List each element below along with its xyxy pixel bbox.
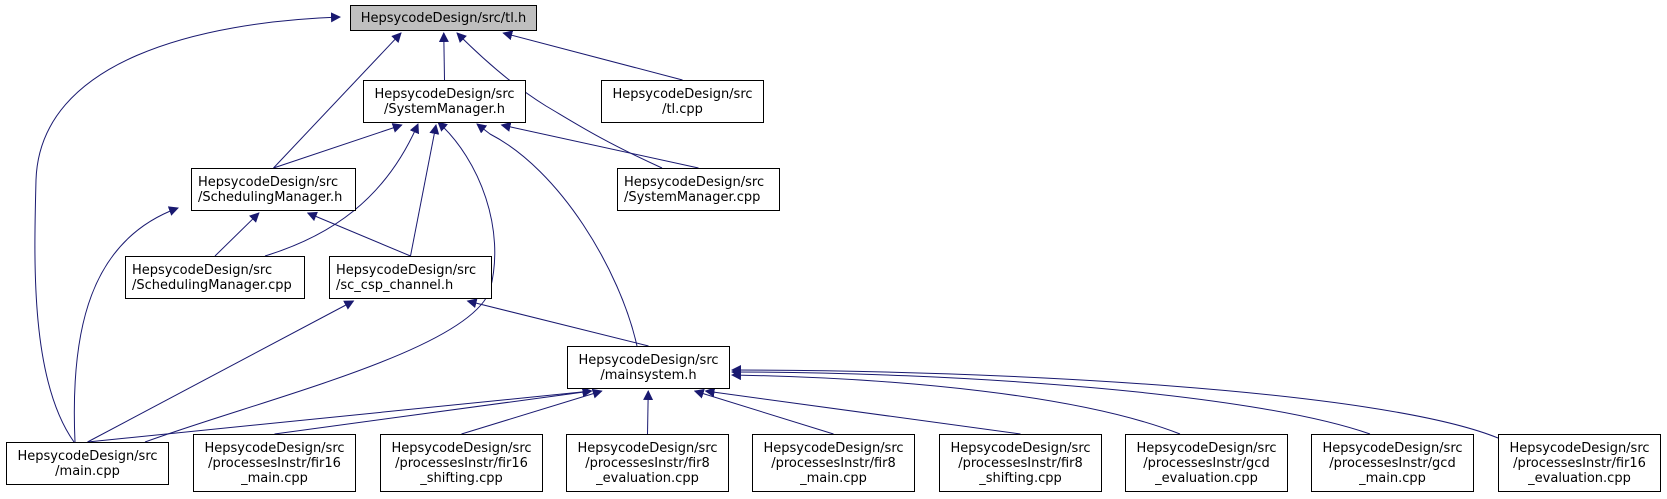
- node-label-line: /processesInstr/fir8: [958, 455, 1083, 471]
- node-fir8-main-cpp[interactable]: HepsycodeDesign/src /processesInstr/fir8…: [752, 434, 915, 492]
- node-label-line: /processesInstr/fir8: [585, 455, 710, 471]
- node-fir16-main-cpp[interactable]: HepsycodeDesign/src /processesInstr/fir1…: [193, 434, 356, 492]
- node-label-line: HepsycodeDesign/src: [1509, 440, 1650, 456]
- node-gcd-evaluation-cpp[interactable]: HepsycodeDesign/src /processesInstr/gcd …: [1125, 434, 1288, 492]
- node-label-line: /SystemManager.cpp: [624, 189, 761, 205]
- node-label-line: _shifting.cpp: [420, 470, 503, 486]
- node-tl-cpp[interactable]: HepsycodeDesign/src /tl.cpp: [601, 80, 764, 123]
- edge-mainsystem-h-to-systemmanager-h: [476, 123, 638, 347]
- node-label-line: HepsycodeDesign/src: [198, 174, 339, 190]
- node-label-line: HepsycodeDesign/src: [950, 440, 1091, 456]
- node-tl-h[interactable]: HepsycodeDesign/src/tl.h: [350, 5, 537, 31]
- edge-fir8-evaluation-cpp-to-mainsystem-h: [643, 390, 654, 435]
- node-schedulingmanager-cpp[interactable]: HepsycodeDesign/src /SchedulingManager.c…: [125, 256, 305, 299]
- node-label-line: HepsycodeDesign/src: [578, 352, 719, 368]
- node-fir16-evaluation-cpp[interactable]: HepsycodeDesign/src /processesInstr/fir1…: [1498, 434, 1661, 492]
- node-systemmanager-h[interactable]: HepsycodeDesign/src /SystemManager.h: [363, 80, 526, 123]
- node-schedulingmanager-h[interactable]: HepsycodeDesign/src /SchedulingManager.h: [191, 168, 356, 211]
- node-label-line: HepsycodeDesign/src/tl.h: [360, 10, 527, 26]
- node-label-line: HepsycodeDesign/src: [204, 440, 345, 456]
- node-fir8-evaluation-cpp[interactable]: HepsycodeDesign/src /processesInstr/fir8…: [566, 434, 729, 492]
- node-label-line: HepsycodeDesign/src: [336, 262, 477, 278]
- edge-main-cpp-to-systemmanager-h: [144, 121, 496, 443]
- node-label-line: HepsycodeDesign/src: [763, 440, 904, 456]
- edge-fir16-shifting-cpp-to-mainsystem-h: [461, 388, 603, 435]
- edge-systemmanager-cpp-to-tl-h: [456, 32, 663, 169]
- edge-systemmanager-cpp-to-systemmanager-h: [500, 122, 699, 169]
- node-sc-csp-channel-h[interactable]: HepsycodeDesign/src /sc_csp_channel.h: [329, 256, 492, 299]
- node-label-line: /SchedulingManager.cpp: [132, 277, 292, 293]
- node-label-line: HepsycodeDesign/src: [391, 440, 532, 456]
- edge-main-cpp-to-sc-csp-channel-h: [87, 300, 355, 443]
- node-label-line: /mainsystem.h: [600, 367, 697, 383]
- edge-schedulingmanager-cpp-to-schedulingmanager-h: [214, 212, 260, 257]
- node-label-line: HepsycodeDesign/src: [577, 440, 718, 456]
- node-label-line: /processesInstr/gcd: [1329, 455, 1456, 471]
- node-mainsystem-h[interactable]: HepsycodeDesign/src /mainsystem.h: [567, 346, 730, 389]
- edge-sc-csp-channel-h-to-systemmanager-h: [410, 124, 440, 257]
- node-label-line: /sc_csp_channel.h: [336, 277, 454, 293]
- edge-fir16-main-cpp-to-mainsystem-h: [274, 387, 593, 435]
- edge-fir8-shifting-cpp-to-mainsystem-h: [704, 387, 1021, 435]
- node-label-line: _main.cpp: [1359, 470, 1426, 486]
- edge-schedulingmanager-h-to-tl-h: [273, 32, 402, 169]
- edge-schedulingmanager-h-to-systemmanager-h: [273, 123, 403, 169]
- node-label-line: /main.cpp: [55, 463, 120, 479]
- node-label-line: /processesInstr/fir16: [395, 455, 528, 471]
- node-label-line: /processesInstr/fir16: [1513, 455, 1646, 471]
- edge-gcd-main-cpp-to-mainsystem-h: [731, 367, 1371, 435]
- node-label-line: _evaluation.cpp: [1528, 470, 1631, 486]
- node-label-line: /SystemManager.h: [383, 101, 506, 117]
- node-label-line: HepsycodeDesign/src: [1136, 440, 1277, 456]
- edge-systemmanager-h-to-tl-h: [438, 32, 449, 81]
- edge-gcd-evaluation-cpp-to-mainsystem-h: [731, 370, 1181, 435]
- node-label-line: _evaluation.cpp: [1155, 470, 1258, 486]
- node-label-line: HepsycodeDesign/src: [612, 86, 753, 102]
- node-fir16-shifting-cpp[interactable]: HepsycodeDesign/src /processesInstr/fir1…: [380, 434, 543, 492]
- edge-main-cpp-to-schedulingmanager-h: [73, 206, 179, 443]
- node-label-line: HepsycodeDesign/src: [1322, 440, 1463, 456]
- edge-main-cpp-to-tl-h: [34, 12, 341, 443]
- edge-main-cpp-to-mainsystem-h: [87, 386, 593, 443]
- node-label-line: _main.cpp: [241, 470, 308, 486]
- node-label-line: _evaluation.cpp: [596, 470, 699, 486]
- node-label-line: /processesInstr/fir8: [771, 455, 896, 471]
- node-label-line: _main.cpp: [800, 470, 867, 486]
- node-gcd-main-cpp[interactable]: HepsycodeDesign/src /processesInstr/gcd …: [1311, 434, 1474, 492]
- node-label-line: HepsycodeDesign/src: [132, 262, 273, 278]
- node-main-cpp[interactable]: HepsycodeDesign/src /main.cpp: [6, 442, 169, 485]
- node-label-line: HepsycodeDesign/src: [17, 448, 158, 464]
- node-label-line: /SchedulingManager.h: [198, 189, 343, 205]
- node-label-line: HepsycodeDesign/src: [624, 174, 765, 190]
- edge-sc-csp-channel-h-to-schedulingmanager-h: [306, 211, 411, 257]
- node-label-line: /tl.cpp: [662, 101, 703, 117]
- node-label-line: /processesInstr/fir16: [208, 455, 341, 471]
- edge-tl-cpp-to-tl-h: [502, 30, 683, 81]
- node-label-line: /processesInstr/gcd: [1143, 455, 1270, 471]
- node-systemmanager-cpp[interactable]: HepsycodeDesign/src /SystemManager.cpp: [617, 168, 780, 211]
- node-label-line: HepsycodeDesign/src: [374, 86, 515, 102]
- node-label-line: _shifting.cpp: [979, 470, 1062, 486]
- edge-fir16-evaluation-cpp-to-mainsystem-h: [731, 365, 1499, 439]
- node-fir8-shifting-cpp[interactable]: HepsycodeDesign/src /processesInstr/fir8…: [939, 434, 1102, 492]
- edge-mainsystem-h-to-sc-csp-channel-h: [466, 298, 649, 347]
- edge-fir8-main-cpp-to-mainsystem-h: [693, 388, 834, 435]
